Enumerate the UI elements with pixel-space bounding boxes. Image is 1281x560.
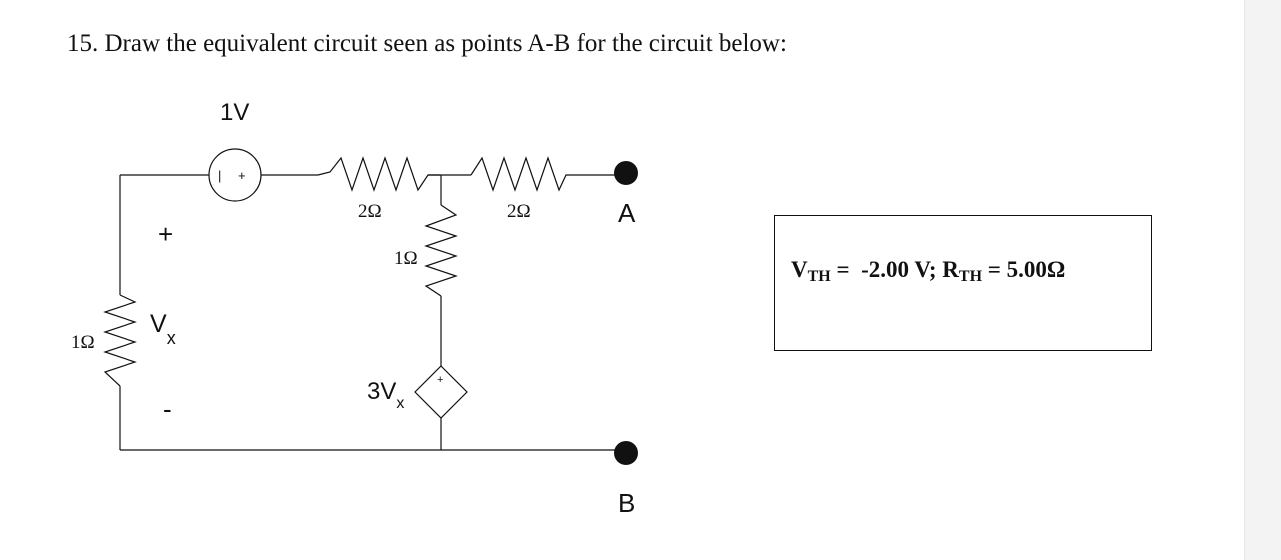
vx-plus-label: + xyxy=(158,219,173,249)
dependent-source-label: 3Vx xyxy=(367,378,404,412)
document-page: 15. Draw the equivalent circuit seen as … xyxy=(67,30,1152,518)
vx-minus-label: - xyxy=(163,394,172,424)
resistor-top-right xyxy=(470,156,615,192)
terminal-a-label: A xyxy=(618,198,636,228)
question-text: 15. Draw the equivalent circuit seen as … xyxy=(67,30,787,57)
vth-symbol: V xyxy=(791,257,808,282)
vx-label: Vx xyxy=(150,310,176,348)
resistor-top-left xyxy=(317,156,440,192)
circuit-diagram: | + + 1V 2Ω 2Ω 1Ω 1Ω + Vx - 3Vx A B xyxy=(71,99,638,518)
rth-value: = 5.00Ω xyxy=(982,257,1066,282)
resistor-top-right-label: 2Ω xyxy=(507,201,531,222)
answer-box: VTH = -2.00 V; RTH = 5.00Ω xyxy=(774,215,1152,351)
source-plus-mark: + xyxy=(238,168,246,183)
rth-subscript: TH xyxy=(958,268,983,285)
resistor-top-left-label: 2Ω xyxy=(358,201,382,222)
terminal-b-dot xyxy=(614,441,638,465)
resistor-middle-label: 1Ω xyxy=(394,248,418,269)
vx-label-main: V xyxy=(150,310,167,338)
terminal-b-label: B xyxy=(618,488,635,518)
resistor-left-label: 1Ω xyxy=(71,332,95,353)
dependent-source-label-subscript: x xyxy=(396,395,404,412)
resistor-middle xyxy=(424,204,458,297)
vertical-scrollbar[interactable] xyxy=(1244,0,1281,560)
answer-text: VTH = -2.00 V; RTH = 5.00Ω xyxy=(791,257,1065,286)
vx-label-subscript: x xyxy=(167,328,176,348)
source-minus-mark: | xyxy=(218,168,221,183)
resistor-left xyxy=(103,294,137,387)
dependent-plus-mark: + xyxy=(437,374,443,386)
terminal-a-dot xyxy=(614,161,638,185)
rth-symbol: R xyxy=(942,257,959,282)
voltage-source-label: 1V xyxy=(220,99,249,126)
vth-value: = -2.00 V; xyxy=(830,257,943,282)
voltage-source xyxy=(208,148,262,202)
vth-subscript: TH xyxy=(807,268,831,285)
dependent-source-label-main: 3V xyxy=(367,378,396,405)
